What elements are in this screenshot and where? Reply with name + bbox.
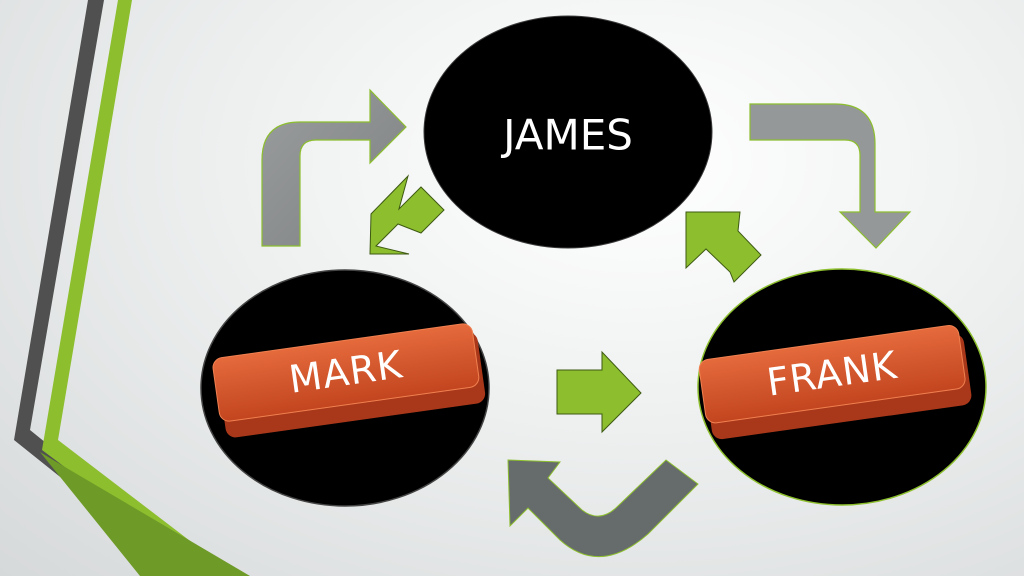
dark-bar-shape: [14, 0, 210, 576]
node-james: JAMES: [423, 15, 713, 249]
node-james-label: JAMES: [500, 111, 633, 160]
arrow-frank-to-james: [685, 211, 762, 283]
node-frank: FRANK: [697, 268, 987, 506]
curved-arrow-frank-to-mark: [507, 459, 699, 558]
green-corner-shape: [40, 452, 250, 576]
node-mark: MARK: [200, 269, 490, 507]
arrow-james-to-mark: [369, 174, 445, 255]
frank-key-button-shape: FRANK: [698, 325, 972, 440]
arrow-mark-to-frank: [556, 350, 642, 434]
mark-key-button-shape: MARK: [212, 323, 486, 438]
curved-arrow-james-to-frank: [749, 103, 912, 249]
node-james-circle: [423, 15, 713, 249]
curved-arrow-mark-to-james: [261, 88, 407, 247]
green-bar-shape: [42, 0, 236, 576]
decorative-side-bars: [14, 0, 250, 576]
